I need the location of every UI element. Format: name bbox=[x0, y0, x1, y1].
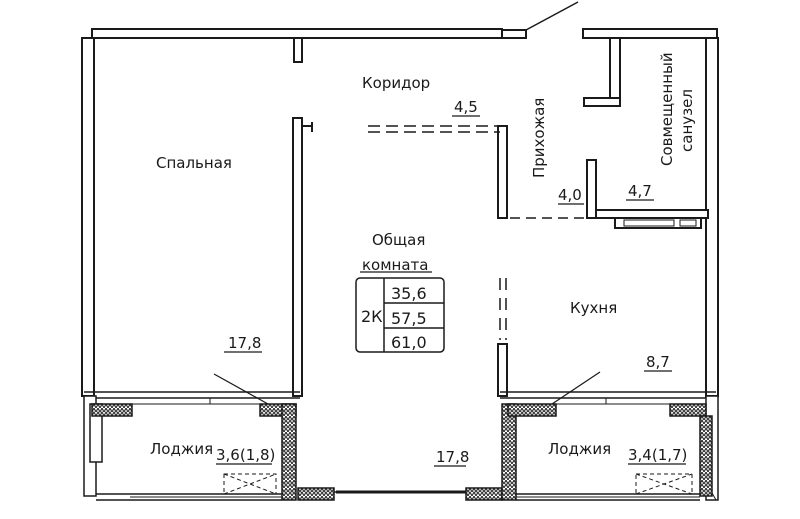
loggia-left-label: Лоджия bbox=[150, 440, 213, 458]
kitchen-label: Кухня bbox=[570, 299, 617, 317]
loggia-right-label: Лоджия bbox=[548, 440, 611, 458]
bathroom-label-line2: санузел bbox=[678, 89, 696, 152]
total-area-with-loggia: 61,0 bbox=[391, 333, 427, 352]
bedroom-label: Спальная bbox=[156, 154, 232, 172]
living-area-total: 35,6 bbox=[391, 284, 427, 303]
leader-lines bbox=[213, 371, 601, 405]
zone-dividers bbox=[368, 125, 590, 340]
corridor-label: Коридор bbox=[362, 74, 430, 92]
outer-walls bbox=[81, 1, 719, 397]
interior-walls bbox=[292, 37, 709, 397]
area-underlines bbox=[216, 115, 686, 467]
hallway-label: Прихожая bbox=[530, 98, 548, 178]
bathroom-label-line1: Совмещенный bbox=[658, 52, 676, 166]
bedroom-area: 17,8 bbox=[228, 334, 261, 352]
apartment-type: 2К bbox=[361, 307, 383, 326]
loggia-markers bbox=[223, 473, 693, 495]
living-area: 17,8 bbox=[436, 448, 469, 466]
hallway-area: 4,0 bbox=[558, 186, 582, 204]
kitchen-area: 8,7 bbox=[646, 353, 670, 371]
living-label-line1: Общая bbox=[372, 231, 425, 249]
total-area: 57,5 bbox=[391, 309, 427, 328]
area-summary-box bbox=[355, 277, 445, 353]
insulated-walls bbox=[91, 403, 713, 501]
loggia-left-area: 3,6(1,8) bbox=[216, 446, 275, 464]
living-label-line2: комната bbox=[362, 256, 428, 274]
bathroom-area: 4,7 bbox=[628, 182, 652, 200]
loggia-right-area: 3,4(1,7) bbox=[628, 446, 687, 464]
corridor-area: 4,5 bbox=[454, 98, 478, 116]
